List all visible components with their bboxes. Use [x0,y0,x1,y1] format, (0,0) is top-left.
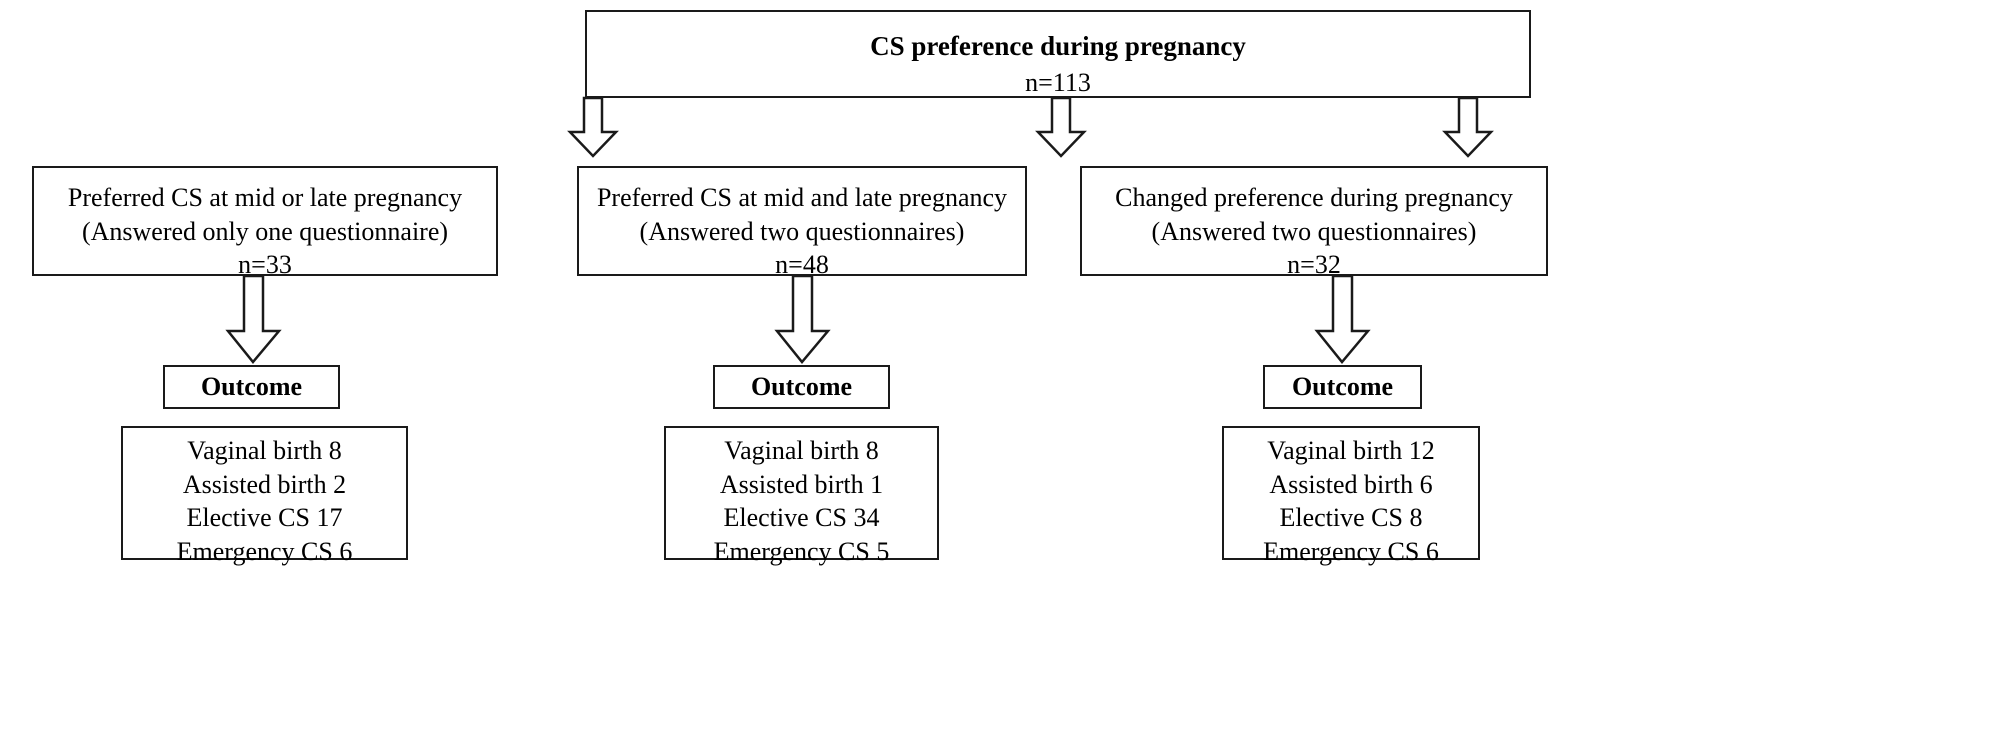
result-node-0-line3: Elective CS 17 [186,503,343,533]
branch-node-1-line1: Preferred CS at mid and late pregnancy [596,183,1008,212]
arrow-branch-2-to-outcome-2 [1310,274,1382,366]
outcome-node-1: Outcome [713,365,890,409]
outcome-node-2-label: Outcome [1291,372,1394,402]
outcome-node-0-label: Outcome [200,372,303,402]
branch-node-2-line1: Changed preference during pregnancy [1115,183,1513,212]
arrow-root-to-branch-2 [1435,96,1507,160]
root-node: CS preference during pregnancy n=113 [585,10,1531,98]
result-node-0-line1: Vaginal birth 8 [187,436,342,465]
arrow-root-to-branch-1 [1028,96,1100,160]
arrow-branch-0-to-outcome-0 [221,274,293,366]
result-node-0: Vaginal birth 8 Assisted birth 2 Electiv… [121,426,408,566]
outcome-node-1-label: Outcome [750,372,853,402]
branch-node-0-count: n=33 [238,250,292,280]
branch-node-2-line2: (Answered two questionnaires) [1151,216,1477,246]
branch-node-1-count: n=48 [775,250,829,280]
result-node-0-line2: Assisted birth 2 [182,469,347,499]
branch-node-2: Changed preference during pregnancy (Ans… [1080,166,1548,279]
result-node-1-line1: Vaginal birth 8 [724,436,879,465]
outcome-node-0: Outcome [163,365,340,409]
result-node-2: Vaginal birth 12 Assisted birth 6 Electi… [1222,426,1480,566]
result-node-1: Vaginal birth 8 Assisted birth 1 Electiv… [664,426,939,566]
result-node-1-line4: Emergency CS 5 [713,537,890,567]
result-node-2-line4: Emergency CS 6 [1263,537,1439,567]
result-node-2-line1: Vaginal birth 12 [1267,436,1435,465]
arrow-branch-1-to-outcome-1 [770,274,842,366]
branch-node-2-count: n=32 [1287,250,1341,280]
branch-node-0-line1: Preferred CS at mid or late pregnancy [67,183,463,212]
result-node-0-line4: Emergency CS 6 [176,537,353,567]
arrow-root-to-branch-0 [560,96,632,160]
result-node-1-line2: Assisted birth 1 [719,469,884,499]
root-node-title: CS preference during pregnancy [870,31,1246,61]
result-node-2-line3: Elective CS 8 [1279,503,1423,533]
outcome-node-2: Outcome [1263,365,1422,409]
result-node-1-line3: Elective CS 34 [723,503,880,533]
branch-node-0-line2: (Answered only one questionnaire) [81,216,449,246]
branch-node-0: Preferred CS at mid or late pregnancy (A… [32,166,498,279]
branch-node-1: Preferred CS at mid and late pregnancy (… [577,166,1027,279]
root-node-count: n=113 [1025,67,1091,97]
branch-node-1-line2: (Answered two questionnaires) [639,216,965,246]
result-node-2-line2: Assisted birth 6 [1269,469,1433,499]
